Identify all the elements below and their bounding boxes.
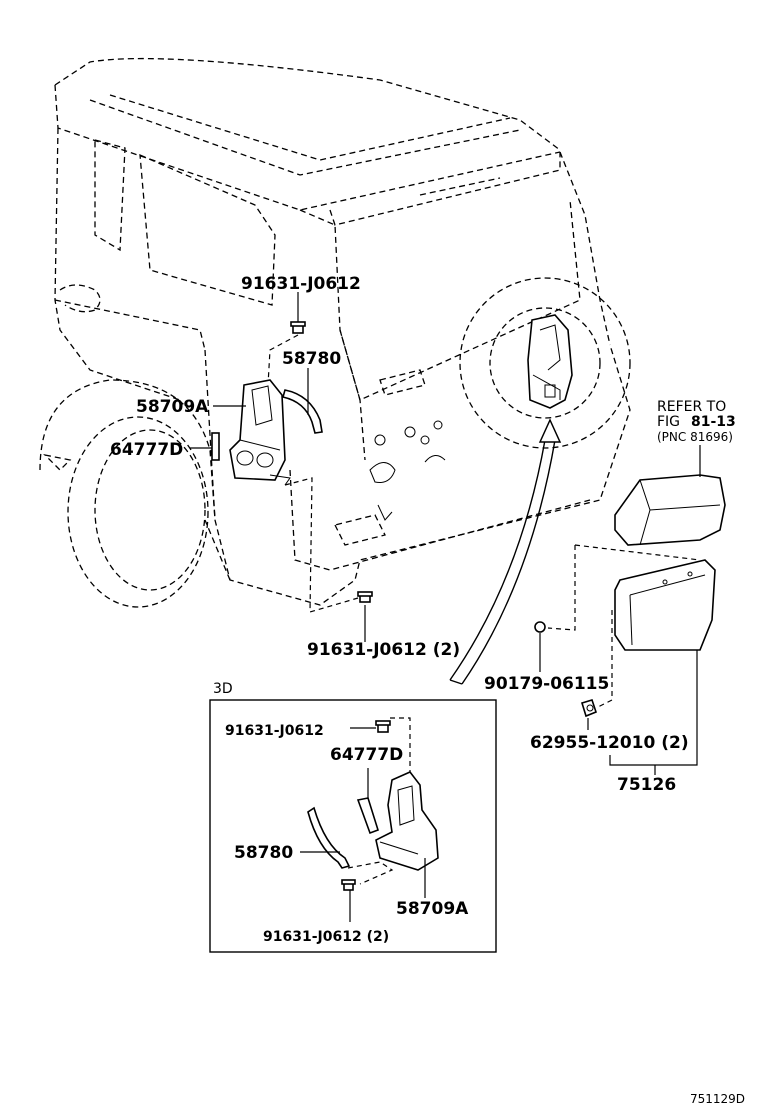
inset-bolt-top-icon (375, 720, 391, 733)
inset-bolt-bottom-icon (341, 879, 356, 891)
inset-label-bracket-main: 58709A (396, 899, 469, 919)
bolt-bottom-icon (357, 591, 373, 603)
label-assembly: 75126 (617, 775, 676, 795)
label-refer-fig-prefix: FIG (657, 414, 680, 430)
label-refer-to: REFER TO (657, 399, 726, 415)
pad-64777D (211, 432, 220, 461)
inset-arm-58780 (307, 806, 351, 869)
inset-pad (356, 797, 379, 835)
label-pad: 64777D (110, 440, 183, 460)
bracket-arm-58780 (281, 389, 323, 434)
spare-tire-bracket-view (527, 314, 573, 409)
screw-icon (580, 699, 597, 718)
garnish-mount-panel (547, 544, 716, 709)
label-bracket-main: 58709A (136, 397, 209, 417)
vehicle-outline (39, 57, 631, 608)
label-screw: 62955-12010 (2) (530, 733, 689, 753)
label-bolt-bottom: 91631-J0612 (2) (307, 640, 460, 660)
inset-3d (209, 699, 497, 953)
bolt-top-icon (290, 321, 306, 334)
inset-title: 3D (213, 681, 233, 697)
diagram-code: 751129D (690, 1092, 745, 1106)
inset-label-bracket-arm: 58780 (234, 843, 293, 863)
clip-icon (534, 621, 546, 633)
bracket-58709A (229, 379, 291, 486)
reference-arrow (449, 418, 562, 685)
main-bracket-assembly (211, 321, 373, 642)
label-bracket-arm: 58780 (282, 349, 341, 369)
inset-bracket-58709A (375, 771, 439, 871)
inset-label-bolt-bottom: 91631-J0612 (2) (263, 929, 389, 945)
label-refer-fig: 81-13 (691, 414, 736, 430)
label-bolt-top: 91631-J0612 (241, 274, 361, 294)
label-clip: 90179-06115 (484, 674, 609, 694)
inset-label-pad: 64777D (330, 745, 403, 765)
garnish-cover (614, 445, 726, 546)
inset-label-bolt-top: 91631-J0612 (225, 723, 324, 739)
label-refer-pnc: (PNC 81696) (657, 430, 733, 444)
